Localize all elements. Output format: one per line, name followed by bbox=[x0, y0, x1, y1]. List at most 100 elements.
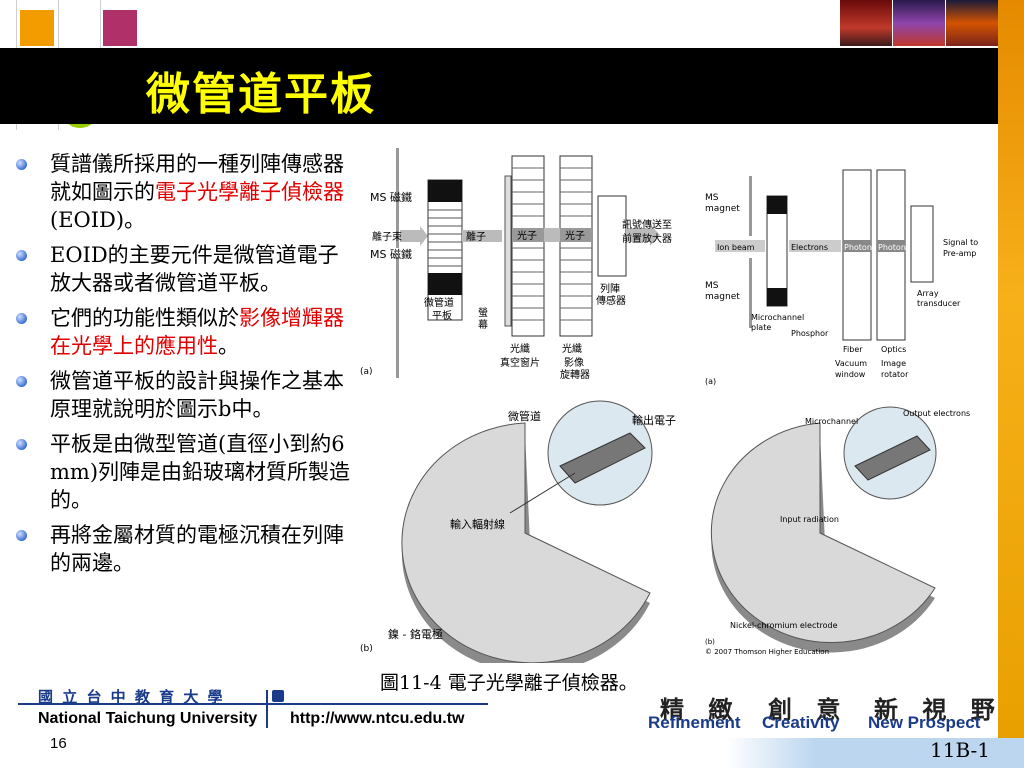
svg-text:(a): (a) bbox=[705, 377, 716, 386]
copyright-text: © 2007 Thomson Higher Education bbox=[705, 648, 829, 656]
label-microchannel-zh: 微管道 bbox=[508, 409, 541, 423]
deco-square-magenta bbox=[103, 10, 137, 46]
bullet-text: EOID的主要元件是微管道電子放大器或者微管道平板。 bbox=[50, 243, 339, 295]
bullet-dot-icon bbox=[16, 159, 27, 170]
svg-text:Microchannel: Microchannel bbox=[751, 313, 804, 322]
label-output-electrons-en: Output electrons bbox=[903, 409, 970, 418]
svg-text:Photons: Photons bbox=[844, 243, 876, 252]
slide-title: 微管道平板 bbox=[146, 69, 376, 120]
university-url[interactable]: http://www.ntcu.edu.tw bbox=[290, 710, 465, 727]
svg-text:螢: 螢 bbox=[478, 306, 488, 319]
label-electrode-en: Nickel-chromium electrode bbox=[730, 621, 838, 630]
bullet-text: 。 bbox=[218, 334, 239, 358]
figure-panel-a-zh: MS 磁鐵 MS 磁鐵 離子束 微管道 平板 離子 螢 幕 bbox=[360, 148, 690, 383]
label-ms-magnet-bottom: MS 磁鐵 bbox=[370, 247, 412, 261]
bullet-dot-icon bbox=[16, 530, 27, 541]
deco-grid-line bbox=[100, 0, 101, 48]
svg-text:window: window bbox=[835, 370, 866, 379]
label-input-radiation-zh: 輸入輻射線 bbox=[450, 517, 505, 531]
svg-text:MS: MS bbox=[705, 281, 719, 291]
svg-text:平板: 平板 bbox=[432, 309, 452, 322]
university-logo-zh: 國 立 台 中 教 育 大 學 bbox=[38, 688, 225, 706]
bullet-text: 再將金屬材質的電極沉積在列陣的兩邊。 bbox=[50, 523, 344, 575]
label-panel-a: (a) bbox=[360, 367, 373, 377]
motto-prospect-zh: 新 視 野 bbox=[874, 695, 1003, 724]
footer-separator bbox=[266, 690, 268, 728]
title-bar bbox=[0, 48, 998, 124]
label-fiber: 光纖 bbox=[510, 342, 530, 355]
svg-text:MS: MS bbox=[705, 193, 719, 203]
label-ion-beam-en: Ion beam bbox=[717, 243, 755, 252]
svg-text:Pre-amp: Pre-amp bbox=[943, 249, 976, 258]
highlighted-text: 電子光學離子偵檢器 bbox=[155, 180, 344, 204]
svg-text:Fiber: Fiber bbox=[843, 345, 863, 354]
svg-text:Photons: Photons bbox=[878, 243, 910, 252]
header-photo-strip bbox=[840, 0, 998, 46]
label-optics: 光纖 bbox=[562, 342, 582, 355]
figure-panel-a-en: MS magnet MS magnet Ion beam Microchanne… bbox=[705, 148, 995, 388]
figure-panel-b-en: Microchannel Output electrons Input radi… bbox=[705, 406, 970, 656]
motto-refinement-zh: 精 緻 bbox=[660, 695, 741, 724]
figure-panel-b-zh: 微管道 輸出電子 輸入輻射線 鎳 - 鉻電極 (b) bbox=[360, 400, 676, 663]
bullet-item: 它們的功能性類似於影像增輝器在光學上的應用性。 bbox=[12, 304, 352, 360]
label-photons-2: 光子 bbox=[565, 229, 585, 242]
svg-text:plate: plate bbox=[751, 323, 771, 332]
svg-text:旋轉器: 旋轉器 bbox=[560, 368, 590, 381]
svg-text:magnet: magnet bbox=[705, 204, 740, 214]
university-name-en: National Taichung University bbox=[38, 710, 258, 727]
svg-text:幕: 幕 bbox=[478, 318, 488, 331]
bullet-text: 它們的功能性類似於 bbox=[50, 306, 239, 330]
svg-text:(b): (b) bbox=[360, 644, 373, 654]
svg-text:Vacuum: Vacuum bbox=[835, 359, 867, 368]
label-photons-1: 光子 bbox=[517, 229, 537, 242]
bullet-list: 質譜儀所採用的一種列陣傳感器就如圖示的電子光學離子偵檢器 (EOID)。 EOID的… bbox=[12, 150, 352, 584]
svg-text:(b): (b) bbox=[705, 638, 715, 646]
bullet-item: 平板是由微型管道(直徑小到約6 mm)列陣是由鉛玻璃材質所製造的。 bbox=[12, 430, 352, 514]
eoid-figure: MS 磁鐵 MS 磁鐵 離子束 微管道 平板 離子 螢 幕 bbox=[360, 148, 995, 663]
slide-code-band bbox=[726, 738, 1024, 768]
slide-code: 11B-1 bbox=[930, 738, 990, 762]
bullet-dot-icon bbox=[16, 250, 27, 261]
motto-prospect-en: New Prospect bbox=[868, 713, 981, 732]
bullet-item: 微管道平板的設計與操作之基本原理就說明於圖示b中。 bbox=[12, 367, 352, 423]
label-microchannel-plate: 微管道 bbox=[424, 296, 454, 309]
highlighted-text: 影像增輝器在光學上的應用性 bbox=[50, 306, 344, 358]
svg-text:transducer: transducer bbox=[917, 299, 961, 308]
label-signal: 訊號傳送至 bbox=[622, 218, 672, 231]
bullet-item: EOID的主要元件是微管道電子放大器或者微管道平板。 bbox=[12, 241, 352, 297]
label-array-transducer: 列陣 bbox=[600, 282, 620, 295]
bullet-item: 再將金屬材質的電極沉積在列陣的兩邊。 bbox=[12, 521, 352, 577]
label-ion-beam: 離子束 bbox=[372, 230, 402, 243]
bullet-text: (EOID)。 bbox=[50, 208, 146, 232]
label-electrons: 離子 bbox=[466, 230, 486, 243]
bullet-text: 質譜儀所採用的一種列陣傳感器就如圖示的 bbox=[50, 152, 344, 204]
svg-text:Electrons: Electrons bbox=[791, 243, 828, 252]
bullet-dot-icon bbox=[16, 439, 27, 450]
svg-text:Phosphor: Phosphor bbox=[791, 329, 829, 338]
label-output-electrons-zh: 輸出電子 bbox=[632, 413, 676, 427]
bullet-dot-icon bbox=[16, 376, 27, 387]
label-electrode-zh: 鎳 - 鉻電極 bbox=[388, 627, 443, 641]
bullet-text: 微管道平板的設計與操作之基本原理就說明於圖示b中。 bbox=[50, 369, 344, 421]
bullet-item: 質譜儀所採用的一種列陣傳感器就如圖示的電子光學離子偵檢器 (EOID)。 bbox=[12, 150, 352, 234]
page-number: 16 bbox=[50, 735, 67, 752]
label-input-radiation-en: Input radiation bbox=[780, 515, 839, 524]
svg-text:前置放大器: 前置放大器 bbox=[622, 232, 672, 245]
svg-text:Image: Image bbox=[881, 359, 906, 368]
svg-text:Optics: Optics bbox=[881, 345, 906, 354]
right-accent-strip bbox=[998, 0, 1024, 738]
label-vacuum-window: 真空窗片 bbox=[500, 356, 540, 369]
motto-creativity-zh: 創 意 bbox=[768, 695, 849, 724]
label-microchannel-en: Microchannel bbox=[805, 417, 858, 426]
label-image-rotator: 影像 bbox=[564, 357, 584, 369]
bullet-dot-icon bbox=[16, 313, 27, 324]
svg-text:magnet: magnet bbox=[705, 292, 740, 302]
bullet-text: 平板是由微型管道(直徑小到約6 mm)列陣是由鉛玻璃材質所製造的。 bbox=[50, 432, 351, 512]
svg-text:傳感器: 傳感器 bbox=[596, 294, 626, 307]
svg-text:Signal to: Signal to bbox=[943, 238, 978, 247]
motto-creativity-en: Creativity bbox=[762, 713, 840, 732]
label-ms-magnet-top: MS 磁鐵 bbox=[370, 190, 412, 204]
svg-text:rotator: rotator bbox=[881, 370, 909, 379]
svg-text:Array: Array bbox=[917, 289, 939, 298]
motto-refinement-en: Refinement bbox=[648, 713, 741, 732]
